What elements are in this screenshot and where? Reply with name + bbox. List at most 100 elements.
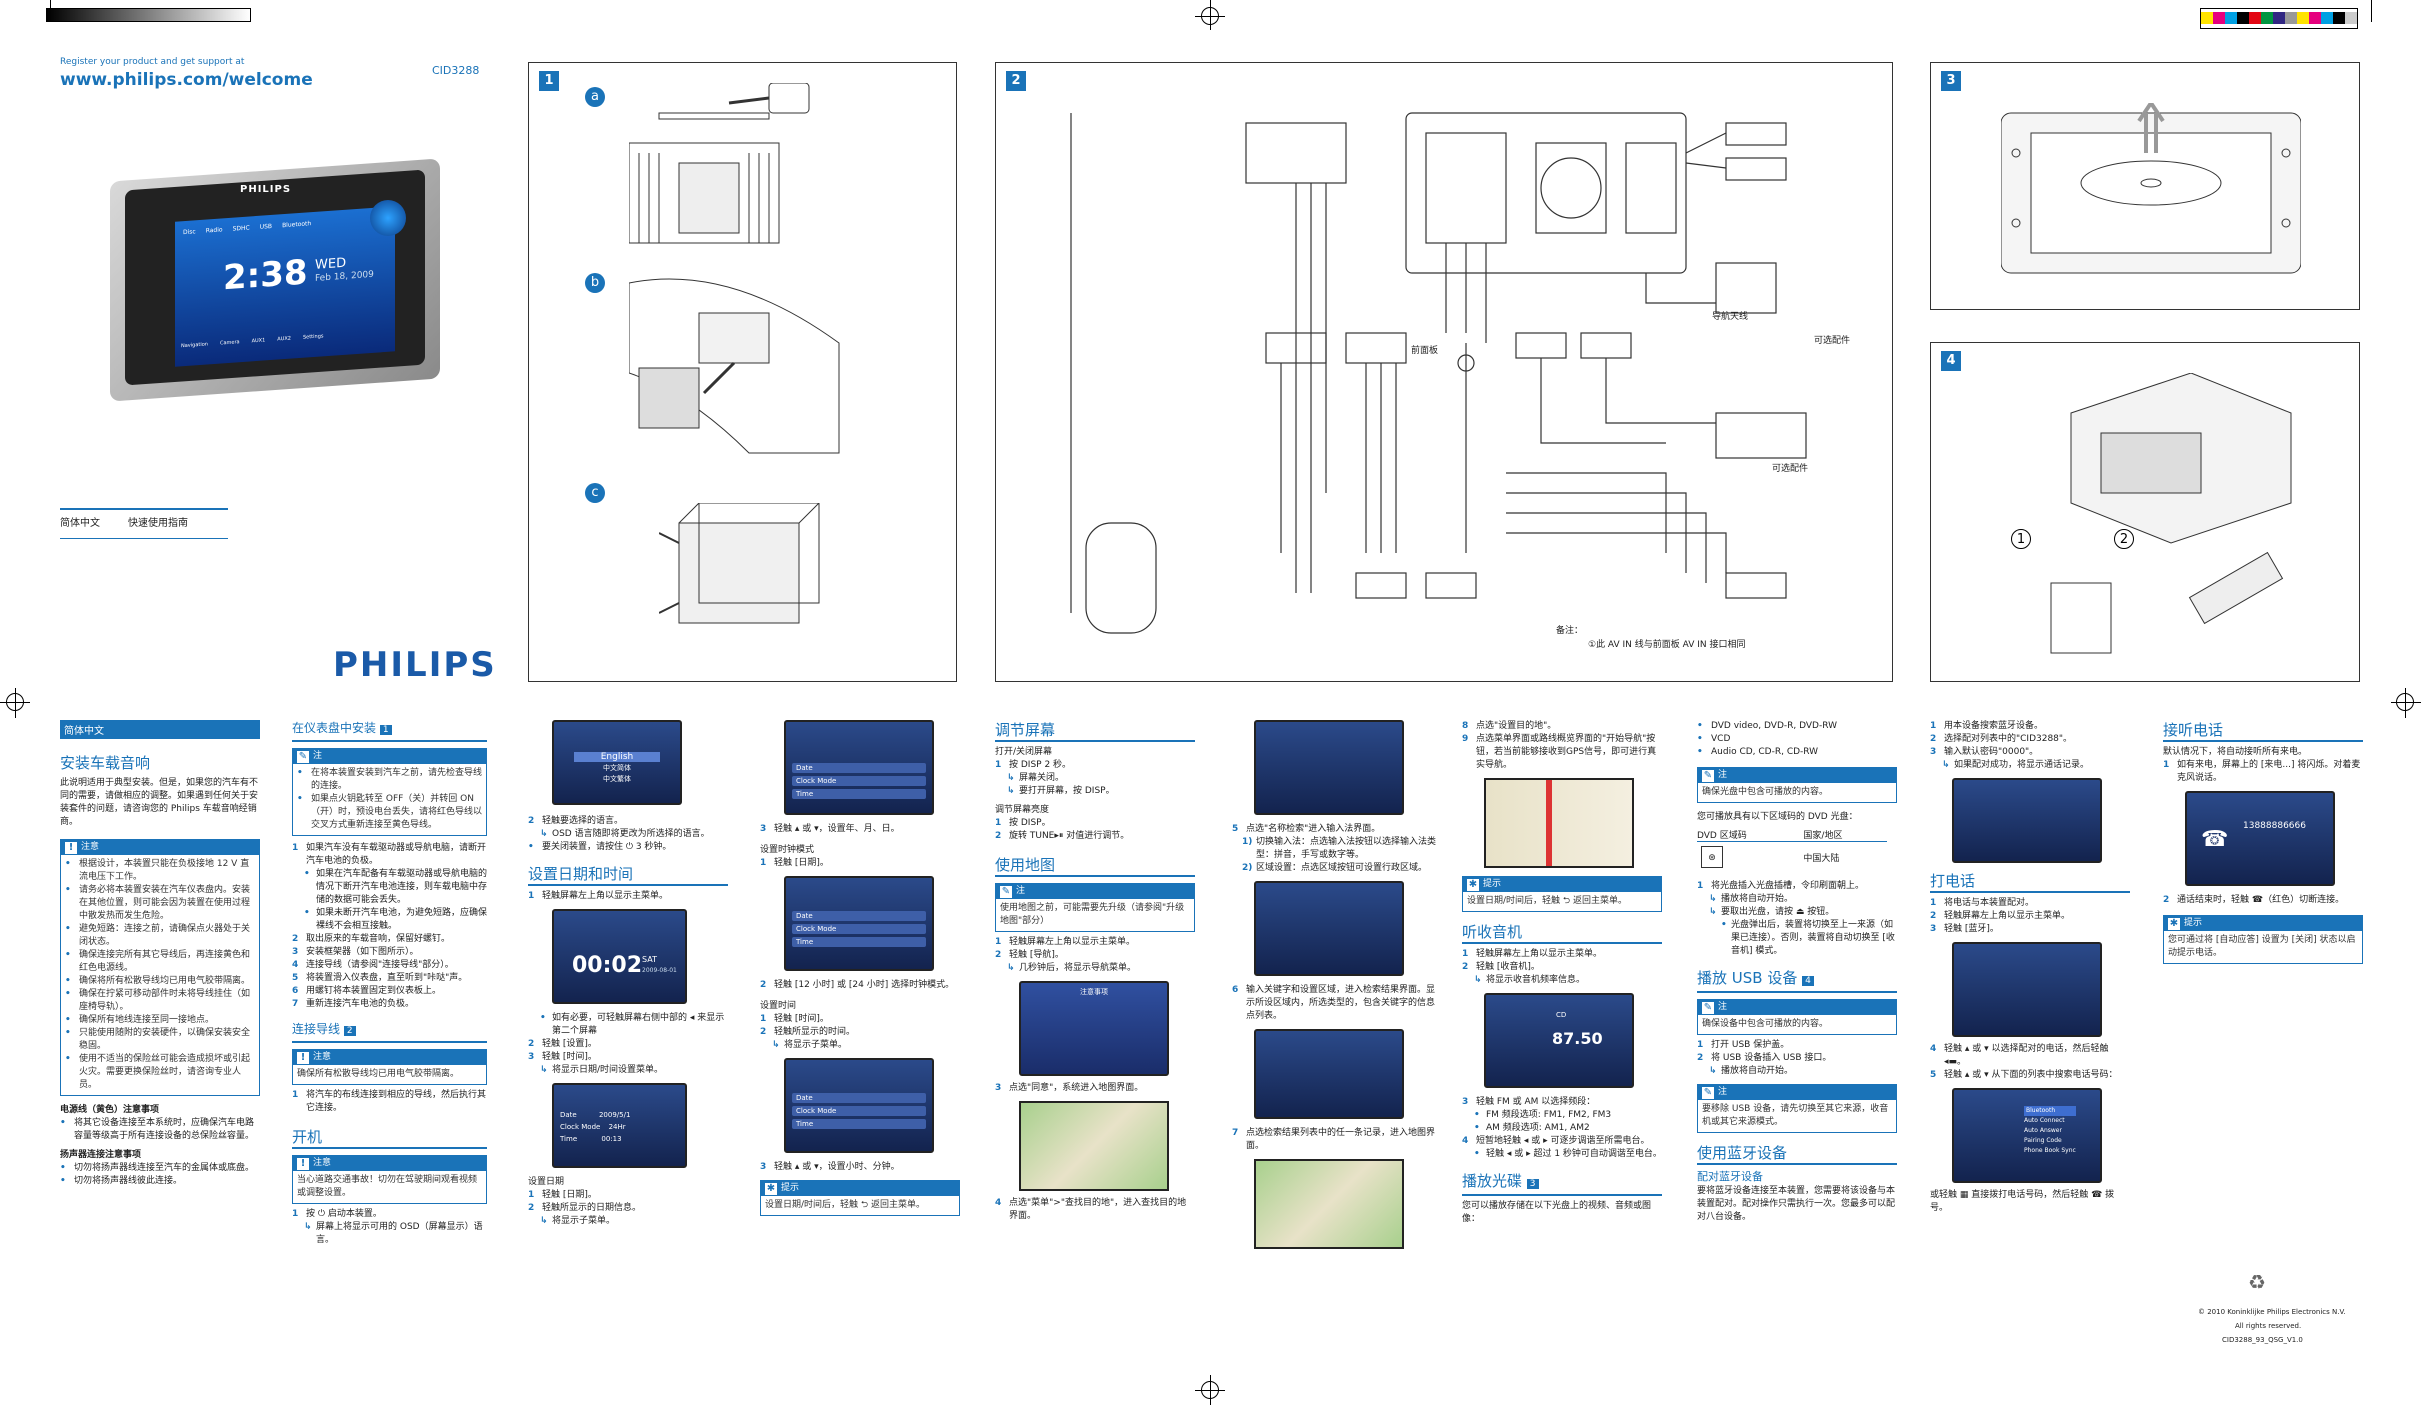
screen-sub-1: ↳屏幕关闭。 <box>1007 773 1065 783</box>
power-wire-heading: 电源线（黄色）注意事项 <box>60 1105 160 1115</box>
bt-menu-item[interactable]: Phone Book Sync <box>2024 1147 2076 1154</box>
section-title-call: 打电话 <box>1930 872 1976 890</box>
section-title-radio: 听收音机 <box>1462 923 1523 941</box>
caution-item: •使用不适当的保险丝可能会造成损坏或引起火灾。需要更换保险丝时，请咨询专业人员。 <box>65 1054 251 1090</box>
map-note: ✎注 使用地图之前，可能需要先升级（请参阅"升级地图"部分） <box>995 883 1195 932</box>
register-text: Register your product and get support at <box>60 57 245 67</box>
call-end-text: 或轻触 ▦ 直接拨打电话号码，然后轻触 ☎ 拨号。 <box>1930 1190 2115 1213</box>
region-header-country: 国家/地区 <box>1803 831 1843 841</box>
panel-3: 3 <box>1930 62 2360 310</box>
caution-item: •确保所有地线连接至同一接地点。 <box>65 1015 215 1025</box>
device-icon-sdhc: SDHC <box>232 224 250 233</box>
search-sub-1: 1)切换输入法：点选输入法按钮以选择输入法类型：拼音，手写或数字等。 <box>1242 837 1437 860</box>
step-b-label: b <box>585 273 605 293</box>
disc-insert-illustration <box>2001 103 2301 274</box>
date-label: Date <box>560 1111 577 1119</box>
phone-icon: ☎ <box>2201 827 2229 852</box>
speaker-item: •切勿将扬声器线连接至汽车的金属体或底盘。 <box>60 1163 255 1173</box>
optional-label-1: 可选配件 <box>1814 336 1851 346</box>
panel-4-number: 4 <box>1941 351 1961 371</box>
rights: All rights reserved. <box>2235 1322 2302 1330</box>
format-item: •VCD <box>1697 734 1731 744</box>
map-screen-2 <box>1254 1159 1404 1249</box>
device-icon-settings: Settings <box>302 333 324 341</box>
home-screen: 00:02 SAT 2009-08-01 <box>552 909 687 1004</box>
section-title-usb: 播放 USB 设备 4 <box>1697 968 1897 991</box>
welcome-url[interactable]: www.philips.com/welcome <box>60 70 313 90</box>
panel-1: 1 a b c <box>528 62 957 682</box>
date-value: 2009/5/1 <box>598 1111 631 1119</box>
nav-tip: ✱提示 设置日期/时间后，轻触 ⮌ 返回主菜单。 <box>1462 876 1662 912</box>
pair-step-3-sub: ↳如果配对成功，将显示通话记录。 <box>1942 760 2090 770</box>
agreement-title: 注意事项 <box>1080 988 1108 996</box>
bt-menu-item[interactable]: Auto Connect <box>2024 1117 2065 1124</box>
format-item: •DVD video, DVD-R, DVD-RW <box>1697 721 1837 731</box>
datetime-step-3-sub: ↳将显示日期/时间设置菜单。 <box>540 1065 664 1075</box>
language-screen: English 中文简体 中文繁体 <box>552 720 682 805</box>
bt-screen-1 <box>1952 942 2102 1037</box>
bt-menu-item[interactable]: Pairing Code <box>2024 1137 2062 1144</box>
bt-menu-item[interactable]: Bluetooth <box>2024 1106 2076 1116</box>
panel-3-number: 3 <box>1941 71 1961 91</box>
caution-item: •避免短路：连接之前，请确保点火器处于关闭状态。 <box>65 924 251 947</box>
map-step-2-sub: ↳几秒钟后，将显示导航菜单。 <box>1007 963 1137 973</box>
dashboard-note: ✎注 •在将本装置安装到汽车之前，请先检查导线的连接。 •如果点火钥匙转至 OF… <box>292 748 487 836</box>
region-header-code: DVD 区域码 <box>1697 831 1747 841</box>
radio-step-2-sub: ↳将显示收音机频率信息。 <box>1474 975 1586 985</box>
sub-bullet: •如果未断开汽车电池，为避免短路，应确保裸线不会相互接触。 <box>304 908 488 931</box>
home-day: SAT <box>642 955 657 964</box>
section-title-connect: 连接导线 2 <box>292 1021 487 1039</box>
time-value: 00:13 <box>601 1135 622 1143</box>
panel-4: 4 1 2 <box>1930 342 2360 682</box>
section-title-disc: 播放光碟 3 <box>1462 1171 1662 1194</box>
device-brand: PHILIPS <box>240 184 292 195</box>
usb-step-1-label: 1 <box>2011 529 2031 549</box>
lang-option-cht[interactable]: 中文繁体 <box>603 775 631 783</box>
lang-option-chs[interactable]: 中文简体 <box>603 764 631 772</box>
disc-note: ✎注 确保光盘中包含可播放的内容。 <box>1697 767 1897 803</box>
region-value: 中国大陆 <box>1803 853 1840 864</box>
results-screen <box>1254 1029 1404 1119</box>
connect-note: !注意 确保所有松散导线均已用电气胶带隔离。 <box>292 1049 487 1085</box>
disc-sub-2: ↳要取出光盘，请按 ⏏ 按钮。 <box>1709 907 1835 917</box>
map-screen-1 <box>1019 1101 1169 1191</box>
lang-option-english[interactable]: English <box>574 752 660 762</box>
bt-menu-item[interactable]: Auto Answer <box>2024 1127 2062 1134</box>
lang-rule <box>60 508 228 510</box>
caution-item: •确保在拧紧可移动部件时未将导线挂住（如座椅导轨）。 <box>65 989 251 1012</box>
power-note: !注意 当心道路交通事故！切勿在驾驶期间观看视频或调整设置。 <box>292 1155 487 1204</box>
doc-code: CID3288_93_QSG_V1.0 <box>2222 1336 2303 1344</box>
pair-heading: 配对蓝牙设备 <box>1697 1170 1763 1183</box>
column-intro: 简体中文 安装车载音响 此说明适用于典型安装。但是，如果您的汽车有不同的需要，请… <box>60 720 260 1188</box>
second-screen-bullet: •如有必要，可轻触屏幕右侧中部的 ◂ 来显示第二个屏幕 <box>540 1013 725 1036</box>
language-label: 简体中文 <box>60 518 100 529</box>
nav-antenna-label: 导航天线 <box>1712 312 1749 322</box>
